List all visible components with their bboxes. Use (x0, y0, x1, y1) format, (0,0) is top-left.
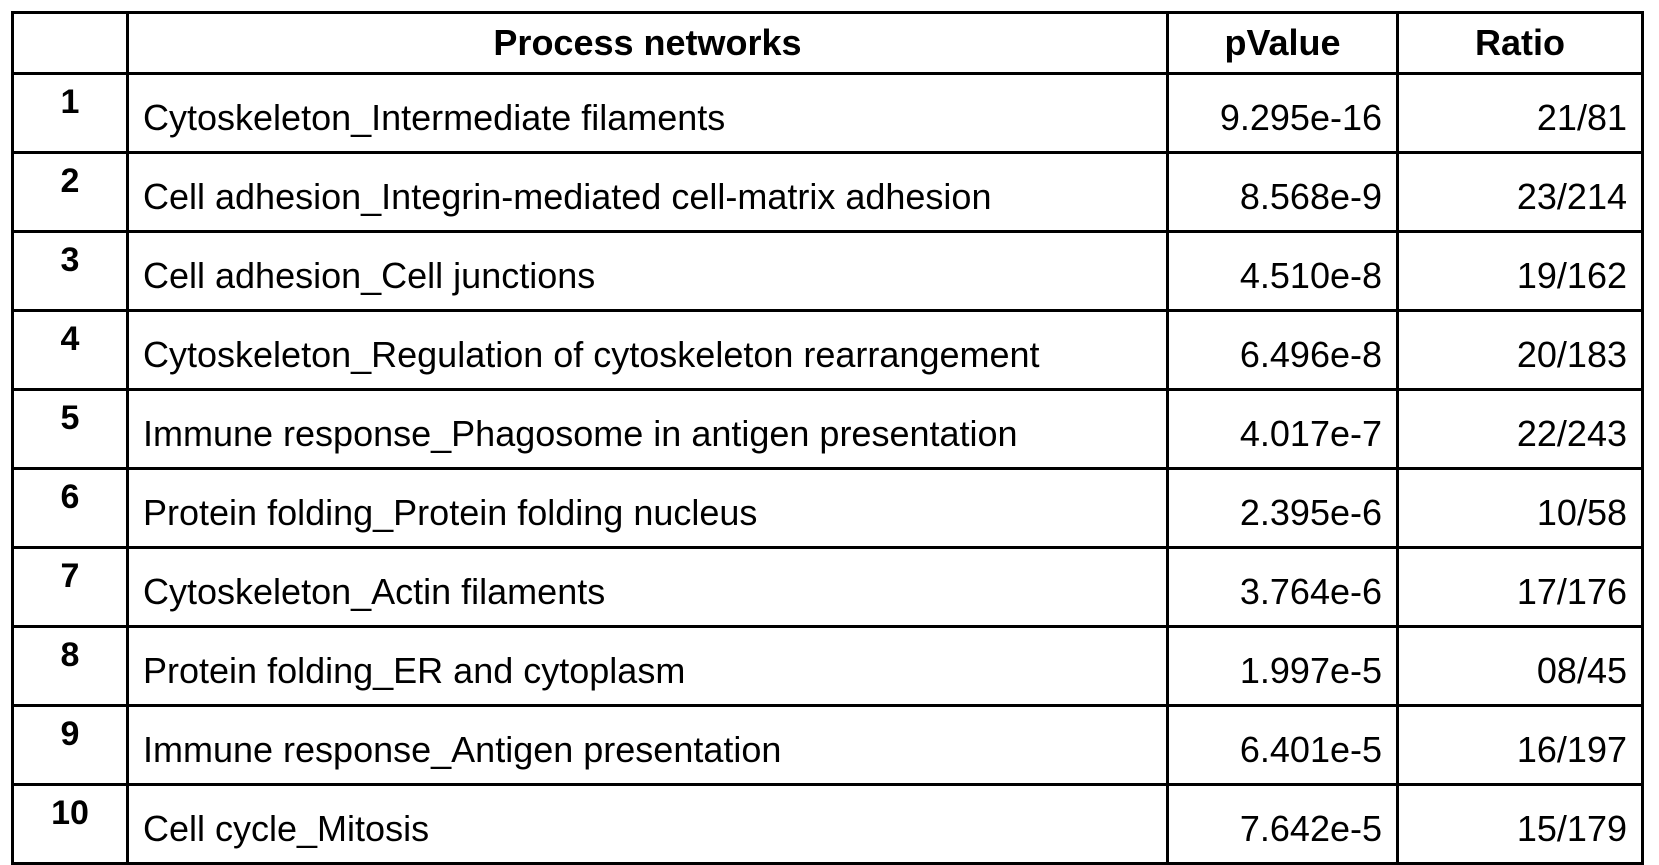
row-index: 10 (13, 785, 128, 864)
row-network: Cytoskeleton_Actin filaments (128, 548, 1168, 627)
header-process-networks: Process networks (128, 13, 1168, 74)
row-pvalue: 4.510e-8 (1168, 232, 1398, 311)
row-ratio: 08/45 (1398, 627, 1643, 706)
table-row: 6 Protein folding_Protein folding nucleu… (13, 469, 1643, 548)
table-header: Process networks pValue Ratio (13, 13, 1643, 74)
row-index: 1 (13, 74, 128, 153)
row-network: Immune response_Phagosome in antigen pre… (128, 390, 1168, 469)
header-pvalue: pValue (1168, 13, 1398, 74)
row-ratio: 17/176 (1398, 548, 1643, 627)
table-row: 7 Cytoskeleton_Actin filaments 3.764e-6 … (13, 548, 1643, 627)
row-pvalue: 1.997e-5 (1168, 627, 1398, 706)
row-index: 7 (13, 548, 128, 627)
row-ratio: 23/214 (1398, 153, 1643, 232)
row-ratio: 10/58 (1398, 469, 1643, 548)
header-row: Process networks pValue Ratio (13, 13, 1643, 74)
table-row: 9 Immune response_Antigen presentation 6… (13, 706, 1643, 785)
row-network: Immune response_Antigen presentation (128, 706, 1168, 785)
header-ratio: Ratio (1398, 13, 1643, 74)
row-network: Protein folding_ER and cytoplasm (128, 627, 1168, 706)
row-network: Cytoskeleton_Regulation of cytoskeleton … (128, 311, 1168, 390)
table-row: 8 Protein folding_ER and cytoplasm 1.997… (13, 627, 1643, 706)
table-row: 1 Cytoskeleton_Intermediate filaments 9.… (13, 74, 1643, 153)
row-pvalue: 2.395e-6 (1168, 469, 1398, 548)
row-network: Cell adhesion_Integrin-mediated cell-mat… (128, 153, 1168, 232)
row-network: Cytoskeleton_Intermediate filaments (128, 74, 1168, 153)
row-pvalue: 7.642e-5 (1168, 785, 1398, 864)
row-index: 6 (13, 469, 128, 548)
table-row: 10 Cell cycle_Mitosis 7.642e-5 15/179 (13, 785, 1643, 864)
header-index (13, 13, 128, 74)
row-pvalue: 3.764e-6 (1168, 548, 1398, 627)
row-network: Cell adhesion_Cell junctions (128, 232, 1168, 311)
row-index: 8 (13, 627, 128, 706)
table-row: 2 Cell adhesion_Integrin-mediated cell-m… (13, 153, 1643, 232)
table-row: 4 Cytoskeleton_Regulation of cytoskeleto… (13, 311, 1643, 390)
row-index: 2 (13, 153, 128, 232)
row-index: 4 (13, 311, 128, 390)
row-index: 3 (13, 232, 128, 311)
row-index: 9 (13, 706, 128, 785)
row-pvalue: 8.568e-9 (1168, 153, 1398, 232)
row-ratio: 16/197 (1398, 706, 1643, 785)
row-index: 5 (13, 390, 128, 469)
table-container: Process networks pValue Ratio 1 Cytoskel… (11, 11, 1644, 865)
row-network: Protein folding_Protein folding nucleus (128, 469, 1168, 548)
row-pvalue: 6.496e-8 (1168, 311, 1398, 390)
process-networks-table: Process networks pValue Ratio 1 Cytoskel… (11, 11, 1644, 865)
table-row: 3 Cell adhesion_Cell junctions 4.510e-8 … (13, 232, 1643, 311)
row-network: Cell cycle_Mitosis (128, 785, 1168, 864)
row-ratio: 15/179 (1398, 785, 1643, 864)
table-body: 1 Cytoskeleton_Intermediate filaments 9.… (13, 74, 1643, 864)
row-ratio: 21/81 (1398, 74, 1643, 153)
row-pvalue: 4.017e-7 (1168, 390, 1398, 469)
row-pvalue: 9.295e-16 (1168, 74, 1398, 153)
row-ratio: 22/243 (1398, 390, 1643, 469)
table-row: 5 Immune response_Phagosome in antigen p… (13, 390, 1643, 469)
row-ratio: 19/162 (1398, 232, 1643, 311)
row-pvalue: 6.401e-5 (1168, 706, 1398, 785)
row-ratio: 20/183 (1398, 311, 1643, 390)
